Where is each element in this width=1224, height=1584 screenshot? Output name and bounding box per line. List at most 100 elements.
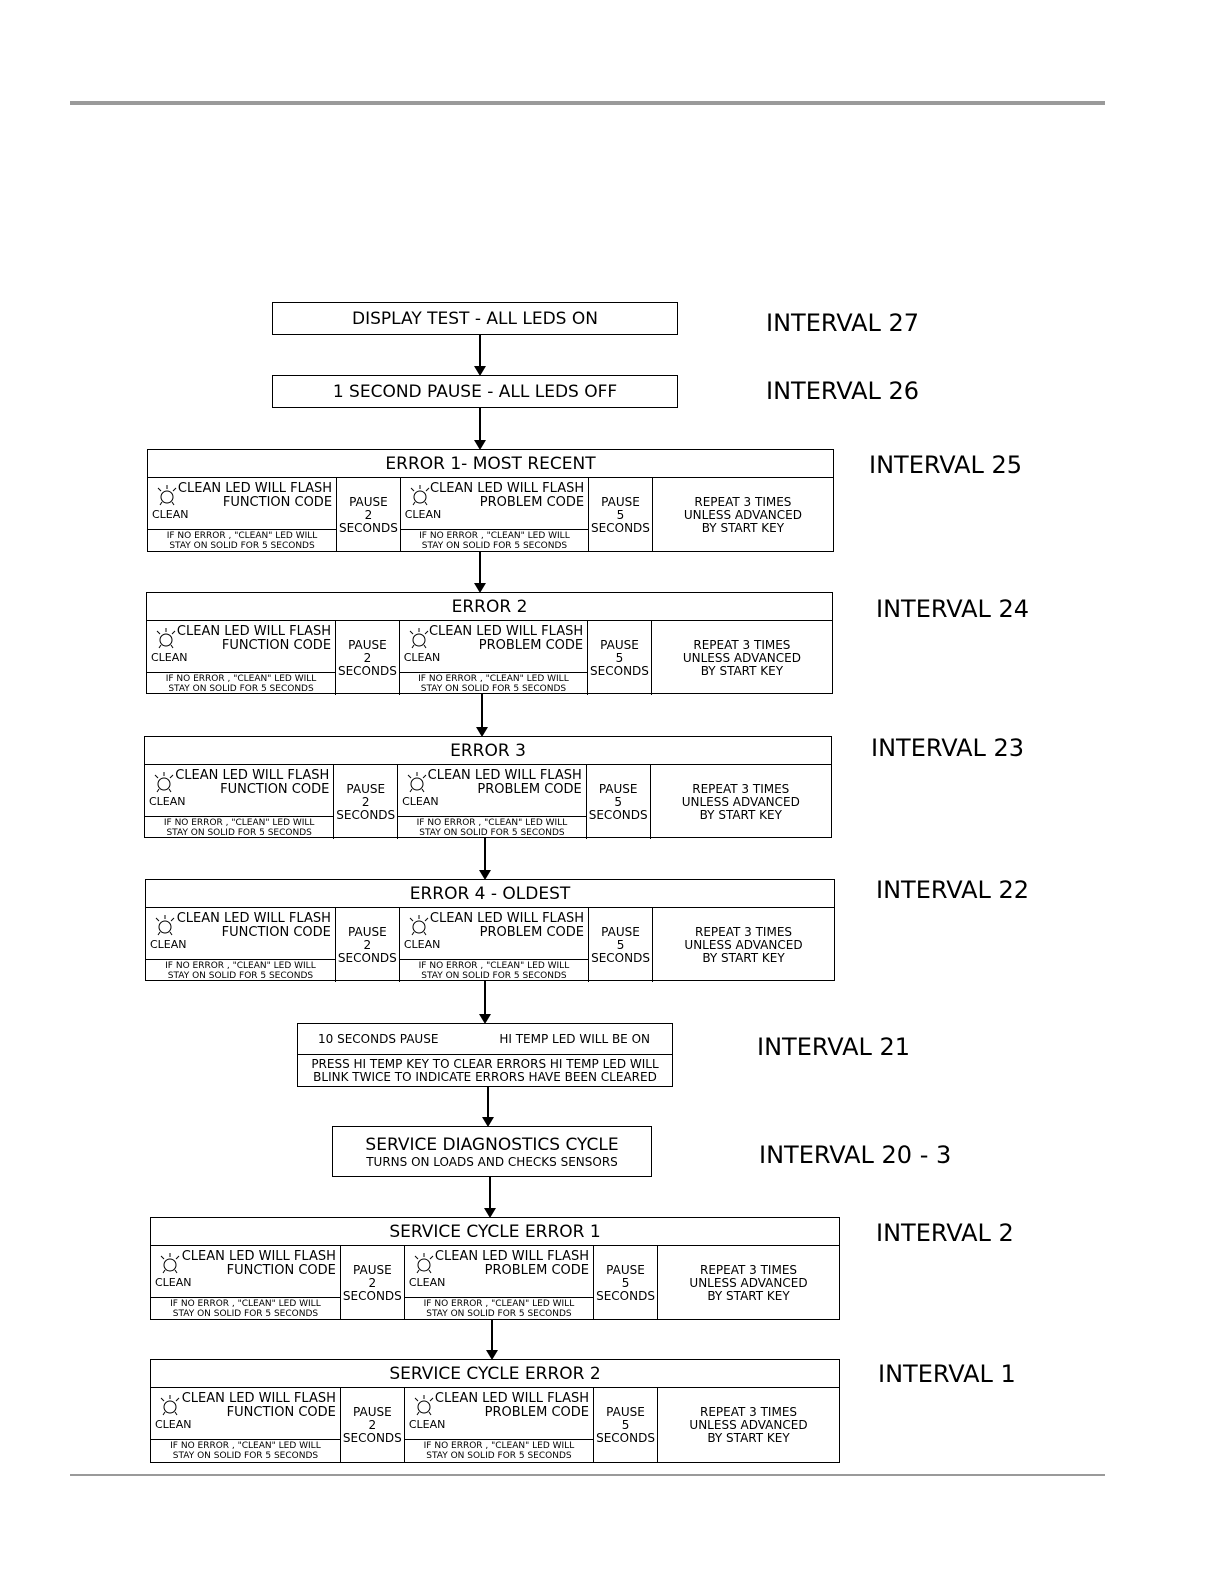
- arrow: [474, 408, 486, 450]
- problem-code-text: PROBLEM CODE: [479, 925, 585, 940]
- pause-label: PAUSE: [353, 1404, 392, 1419]
- no-error-line-2: STAY ON SOLID FOR 5 SECONDS: [167, 971, 314, 981]
- led-flash-icon: [160, 1395, 180, 1416]
- repeat-line-2: UNLESS ADVANCED: [684, 938, 803, 952]
- led-flash-icon: [154, 772, 174, 793]
- no-error-line-1: IF NO ERROR , "CLEAN" LED WILL: [165, 961, 316, 971]
- flash-text: CLEAN LED WILL FLASH: [434, 1249, 590, 1264]
- repeat-line-2: UNLESS ADVANCED: [681, 795, 800, 809]
- led-flash-icon: [414, 1395, 434, 1416]
- led-flash-icon: [410, 485, 430, 506]
- pause-value: 2: [363, 937, 372, 952]
- arrow: [474, 335, 486, 376]
- led-flash-icon: [407, 772, 427, 793]
- led-label: CLEAN: [151, 651, 188, 664]
- seconds-label: SECONDS: [596, 1430, 655, 1445]
- seconds-label: SECONDS: [336, 807, 396, 822]
- no-error-line-2: STAY ON SOLID FOR 5 SECONDS: [419, 828, 565, 838]
- repeat-line-1: REPEAT 3 TIMES: [694, 925, 793, 939]
- led-label: CLEAN: [150, 938, 187, 951]
- arrow: [482, 1087, 494, 1127]
- press-hitemp-line-2: BLINK TWICE TO INDICATE ERRORS HAVE BEEN…: [313, 1070, 657, 1084]
- led-flash-icon: [409, 915, 429, 936]
- top-rule: [70, 101, 1105, 105]
- interval-25-label: INTERVAL 25: [869, 451, 1023, 479]
- no-error-line-1: IF NO ERROR , "CLEAN" LED WILL: [163, 818, 315, 828]
- no-error-line-1: IF NO ERROR , "CLEAN" LED WILL: [419, 531, 570, 541]
- led-label: CLEAN: [402, 795, 439, 808]
- seconds-label: SECONDS: [591, 520, 650, 535]
- pause-label: PAUSE: [348, 637, 387, 652]
- pause-label: PAUSE: [346, 781, 386, 796]
- led-label: CLEAN: [408, 1276, 446, 1289]
- arrow: [476, 694, 488, 737]
- flash-text: CLEAN LED WILL FLASH: [428, 624, 584, 639]
- led-flash-icon: [157, 485, 177, 506]
- pause-label: PAUSE: [601, 924, 640, 939]
- no-error-line-1: IF NO ERROR , "CLEAN" LED WILL: [416, 818, 568, 828]
- block-title: SERVICE CYCLE ERROR 1: [151, 1218, 839, 1246]
- led-flash-icon: [414, 1253, 434, 1274]
- display-test-box: DISPLAY TEST - ALL LEDS ON: [272, 302, 678, 335]
- pause-value: 5: [616, 507, 625, 522]
- no-error-line-1: IF NO ERROR , "CLEAN" LED WILL: [170, 1299, 321, 1309]
- problem-code-text: PROBLEM CODE: [479, 495, 585, 510]
- repeat-line-3: BY START KEY: [707, 1431, 790, 1445]
- function-code-text: FUNCTION CODE: [222, 495, 333, 510]
- problem-code-text: PROBLEM CODE: [484, 1263, 590, 1278]
- repeat-line-1: REPEAT 3 TIMES: [699, 1405, 798, 1419]
- led-flash-icon: [156, 628, 176, 649]
- repeat-line-2: UNLESS ADVANCED: [683, 508, 802, 522]
- repeat-line-1: REPEAT 3 TIMES: [699, 1263, 798, 1277]
- problem-code-text: PROBLEM CODE: [477, 782, 582, 797]
- repeat-line-2: UNLESS ADVANCED: [682, 651, 801, 665]
- repeat-line-3: BY START KEY: [701, 521, 785, 535]
- seconds-label: SECONDS: [337, 663, 397, 678]
- flash-text: CLEAN LED WILL FLASH: [175, 768, 330, 783]
- pause-label: PAUSE: [348, 924, 387, 939]
- error-4-block: ERROR 4 - OLDEST CLEAN CLEAN LED WILL FL…: [145, 879, 835, 982]
- pause-label: PAUSE: [600, 637, 639, 652]
- pause-label: PAUSE: [606, 1404, 645, 1419]
- interval-21-label: INTERVAL 21: [757, 1033, 911, 1061]
- block-title: ERROR 1- MOST RECENT: [148, 450, 833, 478]
- seconds-label: SECONDS: [590, 663, 649, 678]
- pause-value: 2: [368, 1275, 377, 1290]
- no-error-line-2: STAY ON SOLID FOR 5 SECONDS: [421, 971, 567, 981]
- no-error-line-1: IF NO ERROR , "CLEAN" LED WILL: [423, 1441, 575, 1451]
- no-error-line-2: STAY ON SOLID FOR 5 SECONDS: [172, 1451, 319, 1461]
- no-error-line-2: STAY ON SOLID FOR 5 SECONDS: [426, 1309, 572, 1319]
- repeat-line-1: REPEAT 3 TIMES: [692, 782, 790, 796]
- function-code-text: FUNCTION CODE: [221, 925, 331, 940]
- no-error-line-1: IF NO ERROR , "CLEAN" LED WILL: [418, 674, 569, 684]
- repeat-line-1: REPEAT 3 TIMES: [694, 495, 792, 509]
- seconds-label: SECONDS: [588, 807, 648, 822]
- led-label: CLEAN: [408, 1418, 446, 1431]
- flash-text: CLEAN LED WILL FLASH: [427, 768, 582, 783]
- flash-text: CLEAN LED WILL FLASH: [176, 911, 331, 926]
- pause-value: 2: [363, 650, 372, 665]
- function-code-text: FUNCTION CODE: [226, 1263, 336, 1278]
